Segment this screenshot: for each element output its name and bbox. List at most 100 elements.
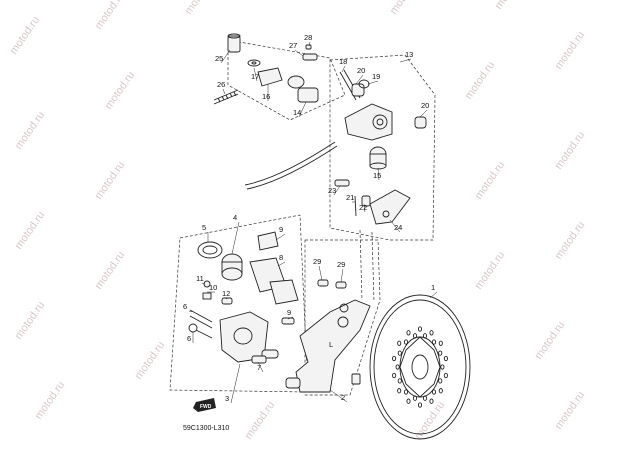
part-number-label: 7 [257,363,261,372]
part-number-label: 8 [279,253,283,262]
callout-leader [220,49,231,64]
watermark-text: motod.ru [93,0,128,32]
clip-27-28 [302,44,318,61]
caliper-piston-5 [197,241,223,259]
watermark-text: motod.ru [13,299,48,341]
watermark-text: motod.ru [243,399,278,441]
part-number-label: 2 [341,393,345,402]
drill-hole [406,398,411,404]
part-number-label: 6 [187,334,191,343]
drill-hole [443,372,448,379]
part-number-label: 24 [394,223,402,232]
callout-leader [253,67,258,82]
drill-hole [397,350,402,356]
part-number-label: 18 [339,57,347,66]
guide-line-2 [371,231,375,303]
drill-hole [397,340,402,346]
bracket-24 [369,189,411,225]
part-number-label: 21 [346,193,354,202]
part-number-label: 23 [328,186,336,195]
callout-leader [308,41,311,47]
callout-leader [329,389,348,403]
watermark-text: motod.ru [8,14,43,56]
drill-hole [431,389,437,395]
callout-leader [340,268,344,283]
callout-leader [419,109,428,118]
part-number-label: 4 [233,213,237,222]
bracket-16 [257,67,283,87]
part-number-label: 16 [262,92,270,101]
part-number-label: 28 [304,33,312,42]
brake-hose [244,141,338,190]
master-cylinder-body [344,103,393,141]
piston-15 [369,146,387,170]
callout-leader [363,203,366,213]
callout-leader [341,65,346,73]
bushing [285,377,301,389]
caliper-body [219,311,279,363]
caliper-bracket-2 [295,299,371,393]
watermark-text: motod.ru [473,159,508,201]
part-number-label: 20 [421,101,429,110]
part-number-label: 29 [313,257,321,266]
drill-hole [392,372,397,379]
callout-leader [277,261,286,267]
callout-leader [222,88,226,95]
part-number-label: 19 [372,72,380,81]
part-number-label: 26 [217,80,225,89]
seal-19 [358,79,370,89]
part-number-label: 12 [222,289,230,298]
washer-17 [247,59,261,67]
drill-hole [422,333,428,339]
part-number-label: 1 [431,283,435,292]
drill-hole [429,398,434,404]
fwd-label: FWD [200,404,212,410]
callout-leader [377,167,380,181]
callout-leader [355,74,364,85]
callout-leader [287,316,294,320]
part-number-label: 3 [225,394,229,403]
disc-bolt [351,373,361,385]
drill-hole [429,330,434,336]
drill-hole [412,333,418,339]
watermark-text: motod.ru [553,219,588,261]
watermark-text: motod.ru [553,389,588,431]
watermark-text: motod.ru [473,249,508,291]
callout-leader [389,219,401,233]
callout-leader [201,282,206,285]
watermark-text: motod.ru [183,0,218,17]
callout-leader [230,363,241,404]
drill-hole [397,378,402,384]
watermark-text: motod.ru [133,339,168,381]
part-number-label: 9 [287,308,291,317]
callout-leader [333,185,341,196]
pin-29 [317,279,347,289]
part-number-label: 20 [357,66,365,75]
watermark-text: motod.ru [533,319,568,361]
drill-hole [440,364,445,370]
part-number-label: 17 [251,72,259,81]
callout-leader [257,361,264,373]
drill-hole [397,388,402,394]
watermark-text: motod.ru [103,69,138,111]
callout-leader [225,297,229,300]
watermark-text: motod.ru [33,379,68,421]
part-number-label: 5 [202,223,206,232]
assembly-group-3-outline [169,214,309,393]
drill-hole [438,340,443,346]
assembly-group-2-outline [304,239,381,396]
brake-disc-1 [369,294,471,440]
part-number-label: 25 [215,54,223,63]
drill-hole [412,395,418,401]
part-number-label: 11 [196,274,204,283]
callout-leader [367,80,379,85]
watermark-text: motod.ru [388,0,423,17]
watermark-text: motod.ru [13,109,48,151]
bolt-21-22 [354,195,371,217]
assembly-group-upper-outline [227,39,346,121]
diagram-code: 59C1300-L310 [183,425,229,432]
drill-hole [406,330,411,336]
part-number-label: 13 [405,50,413,59]
part-number-label: 22 [359,203,367,212]
